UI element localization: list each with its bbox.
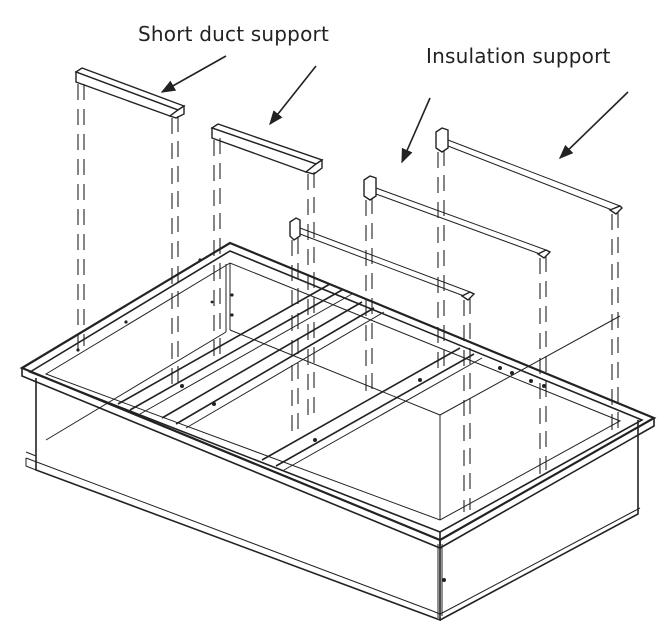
arrow-short-duct-1 [160, 55, 227, 93]
arrow-insulation-1 [401, 97, 431, 164]
label-insulation-support: Insulation support [426, 44, 611, 68]
label-short-duct-support: Short duct support [138, 22, 329, 46]
short-duct-support-1 [74, 67, 186, 119]
curb-interior [45, 263, 621, 520]
alignment-lines [77, 84, 619, 512]
insulation-support-3 [435, 127, 623, 215]
curb-top-rim [19, 241, 657, 550]
curb-body [25, 378, 641, 622]
arrow-insulation-2 [558, 91, 629, 160]
cross-members [76, 258, 546, 471]
insulation-support-1 [289, 217, 476, 301]
arrow-short-duct-2 [269, 65, 317, 126]
leader-arrows [160, 55, 629, 164]
short-duct-support-2 [210, 123, 324, 175]
insulation-support-2 [363, 175, 552, 259]
